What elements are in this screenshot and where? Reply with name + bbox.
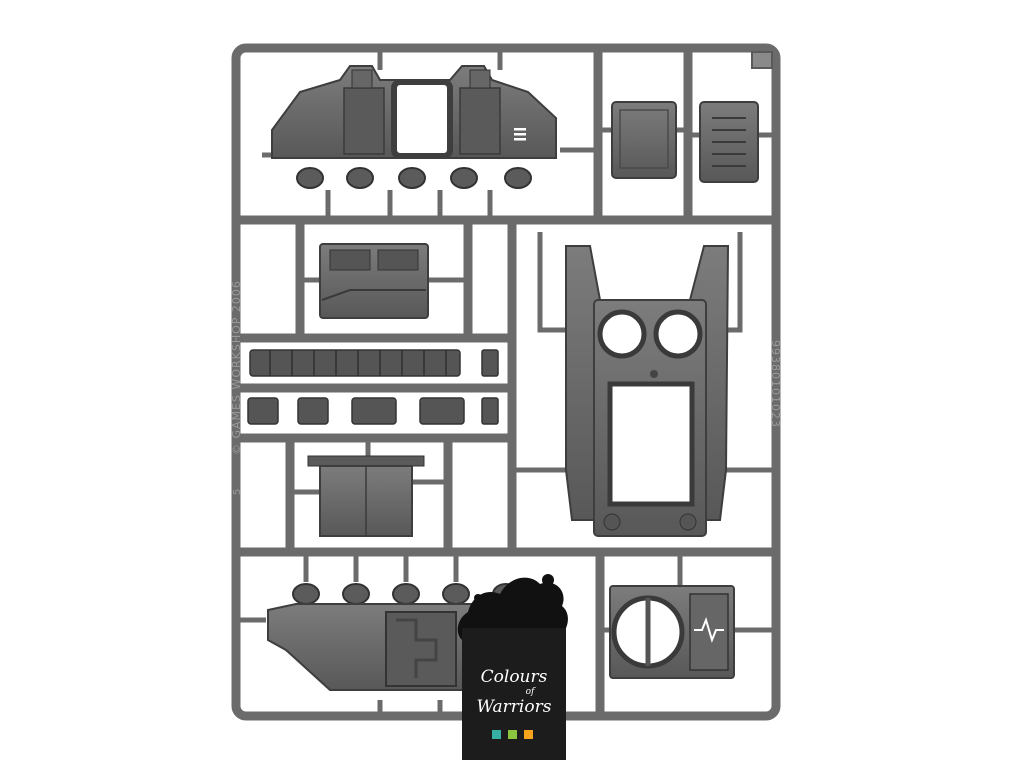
edge-code-emboss: 5	[232, 489, 243, 495]
swatch-green	[508, 730, 517, 739]
track-links-row-1	[249, 349, 499, 377]
rear-armour-part	[688, 101, 776, 183]
watermark-line-1: Colours	[481, 667, 548, 687]
hull-front-plate	[300, 243, 468, 319]
hatch-door-part	[598, 101, 688, 179]
track-links-row-2	[247, 397, 499, 425]
hull-top-plate	[512, 232, 776, 537]
watermark-line-3: Warriors	[477, 697, 552, 717]
copyright-emboss: © GAMES WORKSHOP 2006	[230, 280, 243, 455]
swatch-teal	[492, 730, 501, 739]
turret-ring-part	[600, 552, 776, 679]
part-code-emboss: 99380101023	[769, 340, 782, 428]
watermark-logo: Colours of Warriors	[457, 574, 568, 760]
watermark-line-2: of	[526, 687, 536, 697]
swatch-orange	[524, 730, 533, 739]
sprue-tab	[751, 51, 773, 69]
hull-side-panel-top	[262, 48, 598, 220]
hull-underplate	[290, 438, 448, 537]
